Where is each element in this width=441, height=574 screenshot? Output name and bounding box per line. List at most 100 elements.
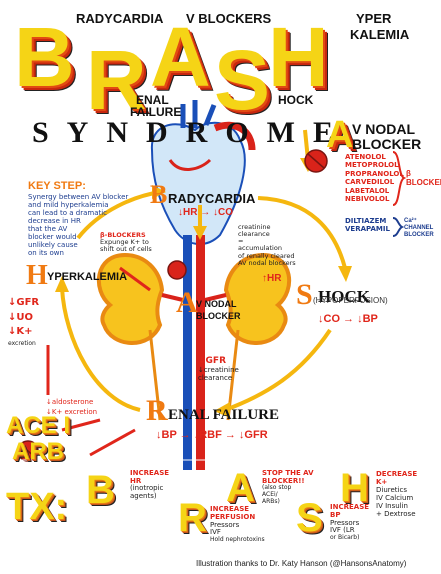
- hyperkalemia-effect: ↓K+: [8, 326, 33, 337]
- gfr-line: ↓creatinine: [198, 366, 239, 375]
- hyperkalemia-effect: ↓UO: [8, 311, 33, 323]
- tx-r-line: Hold nephrotoxins: [210, 536, 265, 544]
- key-step-line: can lead to a dramatic: [28, 209, 108, 218]
- beta-blocker-item: PROPRANOLOL: [345, 169, 404, 178]
- hyperkalemia-effect: excretion: [8, 339, 36, 347]
- syndrome-title: SYNDROME: [32, 116, 352, 149]
- tx-s-line: or Bicarb): [330, 534, 360, 542]
- tx-letter-h: H: [340, 466, 369, 510]
- node-bradycardia-letter: B: [150, 180, 168, 209]
- tx-h-line: Diuretics: [376, 486, 407, 495]
- header-word-hock: HOCK: [278, 93, 314, 107]
- tx-s-line: IVF (LR: [330, 526, 355, 535]
- ccb-item: VERAPAMIL: [345, 225, 390, 234]
- ccb-brace: [392, 217, 405, 237]
- node-shock-effect: ↓CO → ↓BP: [318, 313, 378, 325]
- creatinine-line: creatinine: [238, 223, 271, 231]
- node-renal-effect: ↓BP → ↓RBF → ↓GFR: [156, 429, 268, 441]
- beta-blocker-label: β BLOCKER: [406, 169, 441, 187]
- ccb-item: DILTIAZEM: [345, 217, 387, 225]
- gfr-line: ↓GFR: [198, 356, 227, 366]
- creatinine-line: of renally cleared: [238, 251, 295, 260]
- av-nodal-label: V NODAL: [352, 121, 415, 137]
- ccb-label: Ca²⁺ CHANNEL BLOCKER: [404, 218, 434, 238]
- red-arrows: [46, 266, 151, 457]
- key-step-line: unlikely cause: [28, 241, 78, 250]
- aldosterone-line: ↓aldosterone: [46, 398, 94, 406]
- creatinine-line: clearance: [238, 230, 270, 239]
- pill-icon-3: [167, 260, 187, 280]
- tx-r-line: IVF: [210, 528, 221, 537]
- beta-brace: [392, 151, 407, 206]
- tx-label: TX:: [6, 486, 68, 528]
- hyperkalemia-effect: ↓GFR: [8, 297, 40, 308]
- pill-icon-2: [17, 440, 39, 462]
- tx-r-line: Pressors: [210, 520, 240, 529]
- header-word-radycardia: RADYCARDIA: [76, 11, 164, 26]
- creatinine-line: AV nodal blockers: [238, 258, 296, 267]
- beta-blocker-item: ATENOLOL: [345, 153, 386, 161]
- tx-s-line: Pressors: [330, 518, 360, 527]
- kidneys-illustration: [96, 252, 292, 421]
- key-step-line: decrease in HR: [28, 217, 81, 226]
- bblocker-line: β-BLOCKERS: [100, 231, 146, 239]
- tx-r-line: PERFUSION: [210, 512, 256, 521]
- node-renal-letter: R: [146, 394, 168, 427]
- pill-icon: [304, 149, 328, 173]
- brash-letter-h: H: [268, 10, 329, 104]
- tx-h-line: IV Calcium: [376, 494, 414, 503]
- key-step-line: Synergy between AV blocker: [28, 193, 129, 201]
- node-bradycardia-effect: ↓HR → ↓CO: [178, 207, 233, 218]
- header-word-yper: YPER: [356, 11, 392, 26]
- gfr-line: clearance: [198, 374, 233, 383]
- creatinine-hr: ↑HR: [262, 273, 282, 284]
- great-vessels: [183, 235, 205, 470]
- tx-a-line: BLOCKER!!: [262, 476, 305, 485]
- tx-h-line: K+: [376, 478, 388, 487]
- tx-r-line: INCREASE: [210, 505, 250, 513]
- key-step-line: that the AV: [28, 225, 68, 234]
- tx-a-line: ARBs): [262, 497, 280, 505]
- tx-a-line: ACEi/: [262, 490, 278, 498]
- header-word-failure: FAILURE: [130, 105, 182, 119]
- brash-letter-b: B: [14, 10, 75, 104]
- node-av-letter: A: [176, 286, 198, 319]
- key-step-line: blocker would: [28, 233, 77, 242]
- beta-blocker-item: LABETALOL: [345, 186, 390, 195]
- beta-blocker-item: NEBIVOLOL: [345, 194, 390, 203]
- node-shock-label: HOCK: [318, 287, 370, 306]
- node-shock-sub: (HYPOPERFUSION): [313, 296, 388, 305]
- tx-h-line: IV Insulin: [376, 502, 408, 511]
- bblocker-line: shift out of cells: [100, 245, 152, 254]
- heart-illustration: [150, 100, 256, 245]
- key-step-line: and mild hyperkalemia: [28, 201, 109, 210]
- tx-a-line: (also stop: [262, 484, 292, 492]
- brash-letter-a: A: [150, 10, 211, 104]
- node-hyperkalemia-label: YPERKALEMIA: [47, 271, 128, 283]
- tx-letter-r: R: [178, 496, 207, 540]
- tx-h-line: + Dextrose: [376, 510, 416, 519]
- tx-letter-b: B: [86, 468, 115, 512]
- tx-letter-s: S: [296, 496, 323, 540]
- header-word-kalemia: KALEMIA: [350, 27, 410, 42]
- creatinine-line: =: [238, 237, 244, 246]
- tx-h-line: DECREASE: [376, 470, 418, 478]
- tx-s-line: INCREASE: [330, 503, 370, 511]
- tx-a-line: STOP THE AV: [262, 469, 314, 477]
- hyperkalemia-effects: ↓GFR ↓UO ↓K+ excretion: [8, 296, 39, 348]
- brash-letter-r: R: [86, 33, 147, 127]
- node-av-label-1: V NODAL: [196, 299, 237, 309]
- header-word-enal: ENAL: [136, 93, 169, 107]
- node-hyperkalemia-letter: H: [26, 260, 48, 291]
- brash-letter-s: S: [214, 33, 271, 127]
